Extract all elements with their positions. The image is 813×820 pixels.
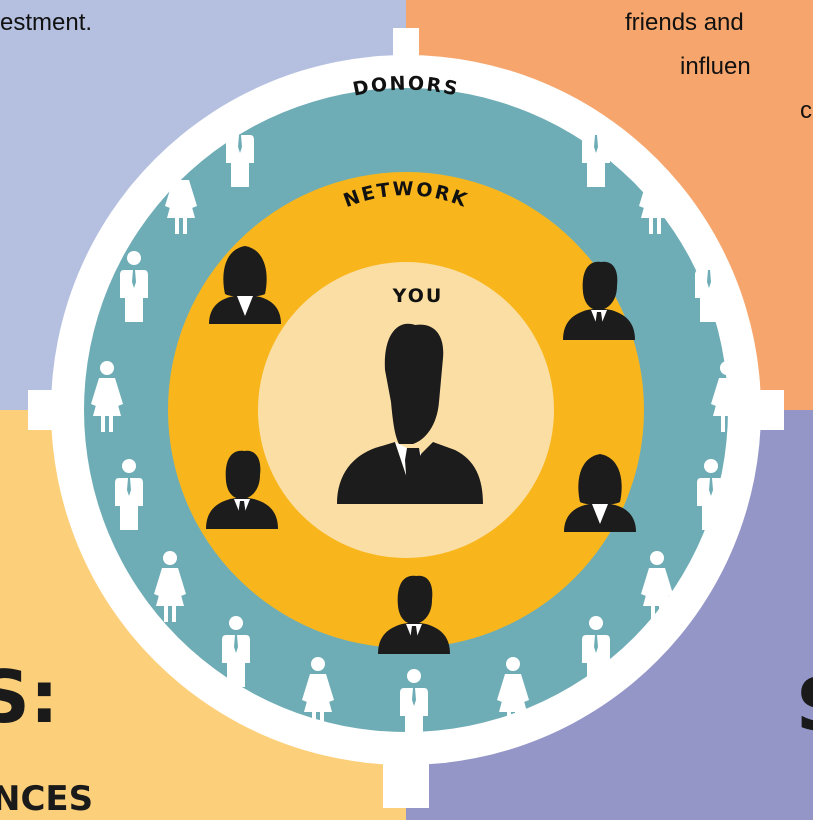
you-label: YOU xyxy=(392,285,444,307)
bottom-right-heading: S xyxy=(796,663,813,747)
top-right-text-line-3: c xyxy=(800,97,812,124)
top-right-text-line-1: friends and xyxy=(625,9,744,36)
top-left-text: estment. xyxy=(0,9,92,36)
top-right-text-line-2: influen xyxy=(680,53,751,80)
bottom-left-heading: S: xyxy=(0,655,59,739)
bottom-left-subheading: NCES xyxy=(0,779,93,819)
